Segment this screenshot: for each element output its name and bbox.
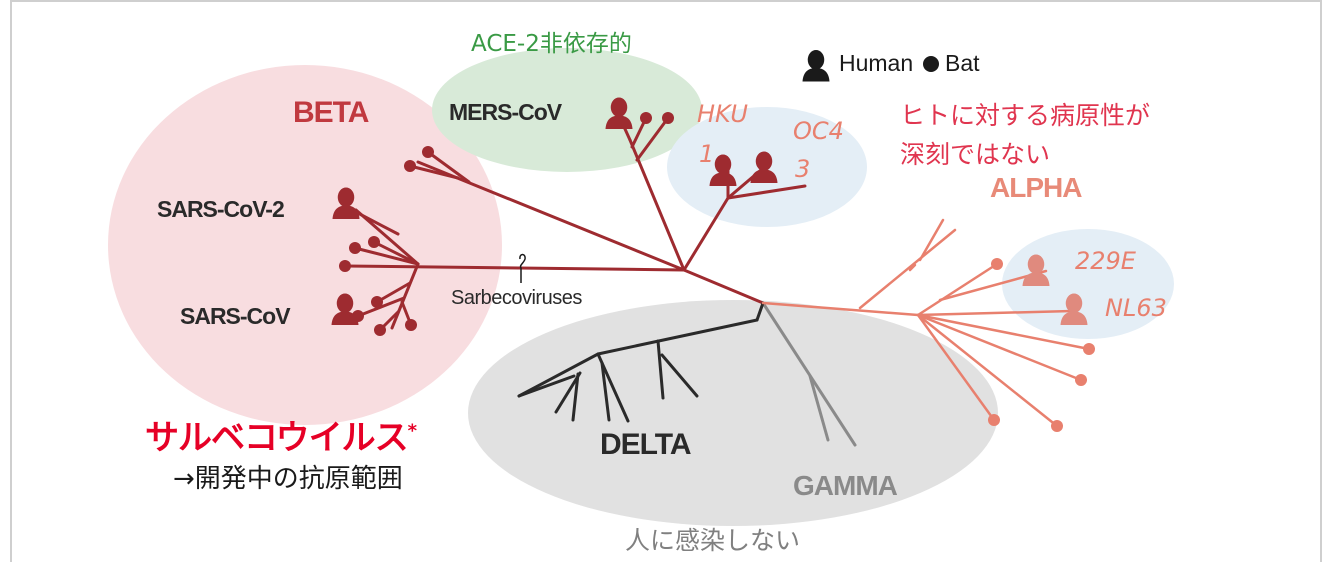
gamma-group-label: GAMMA xyxy=(793,470,898,501)
sarbecovirus-clade-marker xyxy=(519,253,526,283)
legend-human-label: Human xyxy=(839,50,914,76)
antigen-range-annotation: →開発中の抗原範囲 xyxy=(173,464,403,494)
delta-group-label: DELTA xyxy=(600,428,692,461)
229e-label: 229E xyxy=(1075,247,1136,275)
beta-group-label: BETA xyxy=(293,96,369,129)
sarbecovirus-asterisk: * xyxy=(407,420,417,442)
beta-branches xyxy=(343,116,807,332)
hku1-label-line1: HKU xyxy=(697,100,748,128)
legend-bat-label: Bat xyxy=(945,50,980,76)
sars-cov-label: SARS-CoV xyxy=(180,303,291,329)
human-head-icon xyxy=(802,50,830,82)
beta-bat-dots xyxy=(339,112,674,336)
alpha-branches xyxy=(761,218,1091,428)
ace2-independent-annotation: ACE-2非依存的 xyxy=(471,31,632,57)
alpha-bat-dots xyxy=(988,258,1095,432)
mild-pathogenicity-annotation-line1: ヒトに対する病原性が xyxy=(900,101,1151,130)
delta-gamma-region-ellipse xyxy=(468,300,998,526)
legend xyxy=(802,50,939,82)
sars-cov-2-label: SARS-CoV-2 xyxy=(157,196,285,222)
beta-region-ellipse xyxy=(108,65,502,425)
sarbecovirus-title-text: サルベコウイルス xyxy=(145,418,409,458)
no-human-infection-annotation: 人に感染しない xyxy=(625,526,801,555)
nl63-label: NL63 xyxy=(1105,294,1167,322)
sarbecovirus-title: サルベコウイルス* xyxy=(145,410,417,459)
hku1-label-line2: 1 xyxy=(699,140,715,168)
mers-cov-label: MERS-CoV xyxy=(449,99,562,125)
alpha-group-label: ALPHA xyxy=(990,172,1082,203)
oc43-label-line2: 3 xyxy=(795,155,811,183)
oc43-label-line1: OC4 xyxy=(793,117,844,145)
mild-pathogenicity-annotation-line2: 深刻ではない xyxy=(900,140,1051,169)
sarbecoviruses-clade-label: Sarbecoviruses xyxy=(451,287,582,309)
bat-dot-icon xyxy=(923,56,939,72)
figure-frame xyxy=(10,0,1322,562)
gamma-branches xyxy=(761,301,857,447)
delta-branches xyxy=(517,301,765,423)
